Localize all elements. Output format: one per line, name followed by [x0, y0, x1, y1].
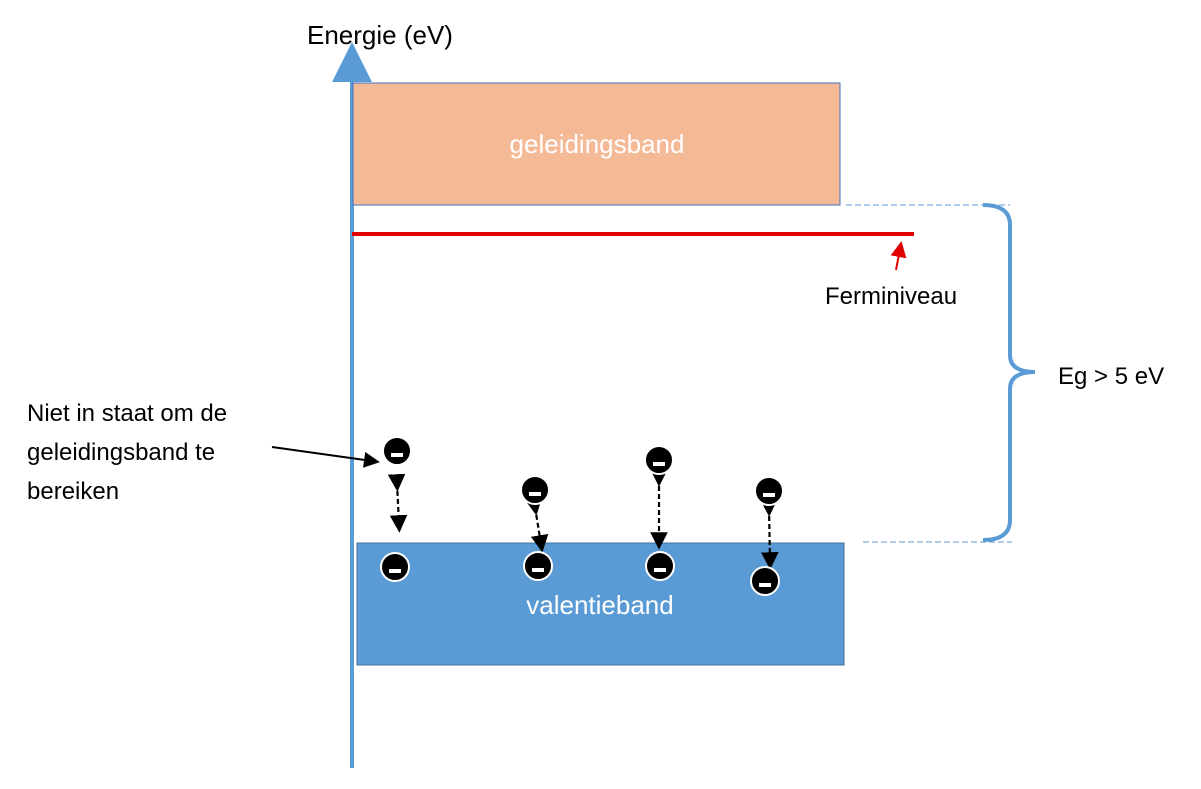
annotation-text: Niet in staat om de geleidingsband te be…: [27, 400, 234, 505]
annotation-pointer-arrow: [271, 446, 380, 468]
fermi-pointer-arrow: [890, 241, 907, 271]
excitation-arrow: [387, 473, 408, 533]
electron-icon: [754, 476, 784, 506]
electron-icon: [520, 475, 550, 505]
conduction-band-label: geleidingsband: [510, 129, 685, 159]
conduction-band: [352, 82, 841, 206]
electron-icon: [523, 551, 553, 581]
excitation-arrow: [760, 499, 779, 570]
annotation-line: Niet in staat om de: [27, 400, 227, 427]
electron-icon: [380, 552, 410, 582]
energy-axis-label: Energie (eV): [307, 20, 453, 50]
annotation-line: bereiken: [27, 478, 119, 505]
electron-icon: [645, 551, 675, 581]
electron-icon: [644, 445, 674, 475]
gap-brace: [982, 203, 1036, 542]
annotation-line: geleidingsband te: [27, 439, 215, 466]
electron-icon: [382, 436, 412, 466]
fermi-label: Ferminiveau: [825, 283, 957, 310]
electrons: [380, 436, 784, 596]
gap-label: Eg > 5 eV: [1058, 363, 1164, 390]
excitation-arrow: [524, 496, 549, 553]
valence-band-label: valentieband: [526, 590, 673, 620]
electron-icon: [750, 566, 780, 596]
